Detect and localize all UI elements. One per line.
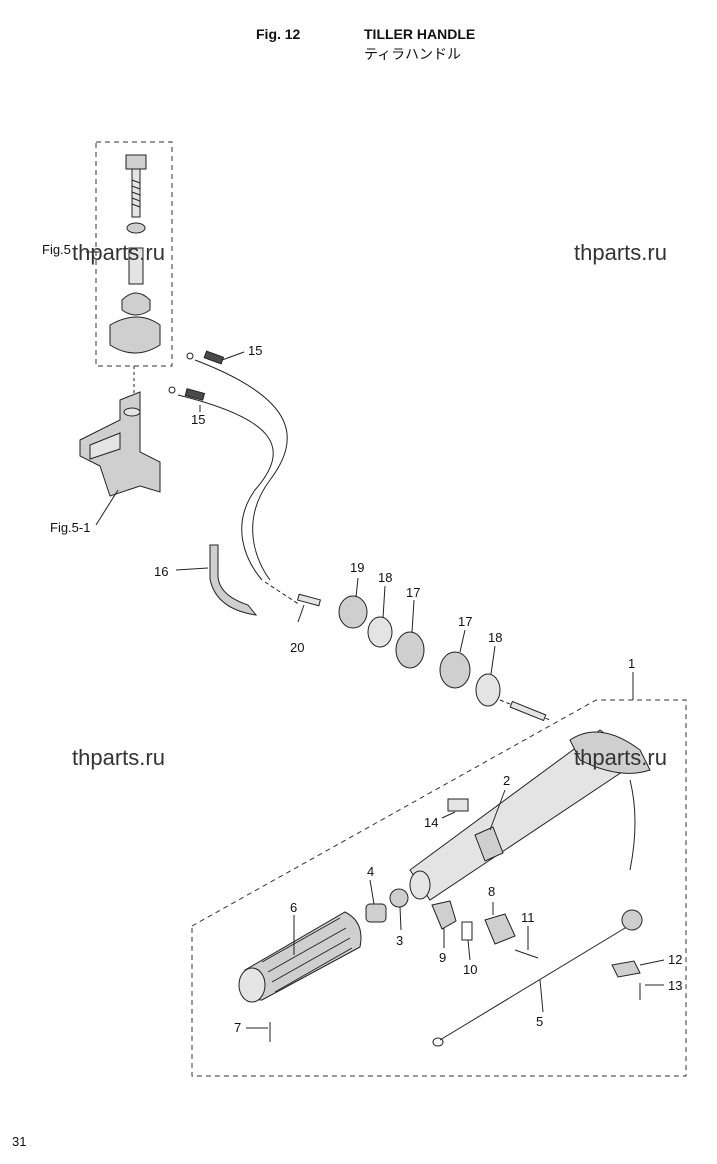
page-number: 31 <box>12 1134 27 1149</box>
watermark-3: thparts.ru <box>72 745 165 770</box>
fig5-1-bracket <box>79 391 161 497</box>
part1-box <box>191 699 687 1077</box>
callout-3: 3 <box>396 933 404 948</box>
figure-title: TILLER HANDLE <box>364 26 476 42</box>
callout-16: 16 <box>154 564 169 579</box>
part-9 <box>431 900 457 930</box>
screw-11 <box>514 949 539 959</box>
watermark-2: thparts.ru <box>574 240 667 265</box>
label-tag-14 <box>447 798 469 812</box>
callout-6: 6 <box>290 900 298 915</box>
callout-8: 8 <box>488 884 496 899</box>
part-17a <box>395 631 425 669</box>
watermark-1: thparts.ru <box>72 240 165 265</box>
callout-18-right: 18 <box>488 630 503 645</box>
callout-2: 2 <box>503 773 511 788</box>
rod-5 <box>432 909 643 1047</box>
grip-6 <box>238 911 362 1003</box>
callout-10: 10 <box>463 962 478 977</box>
watermark-4: thparts.ru <box>574 745 667 770</box>
part-12 <box>611 960 641 978</box>
callout-20: 20 <box>290 640 305 655</box>
pin-20 <box>296 593 322 607</box>
hose-16 <box>209 544 258 616</box>
ref-fig5-1-label: Fig.5-1 <box>50 520 91 535</box>
callout-9: 9 <box>439 950 447 965</box>
callout-19: 19 <box>350 560 365 575</box>
fig5-bolt <box>109 154 161 354</box>
callout-5: 5 <box>536 1014 544 1029</box>
leader-lines <box>86 251 665 1029</box>
part-19 <box>338 595 368 629</box>
callout-1: 1 <box>628 656 636 671</box>
part-18b <box>475 673 501 707</box>
part-17b <box>439 651 471 689</box>
callout-18-left: 18 <box>378 570 393 585</box>
part-8 <box>484 913 516 945</box>
callout-15-bottom: 15 <box>191 412 206 427</box>
tiller-arm-2 <box>409 729 651 901</box>
ref-fig5-label: Fig.5 <box>42 242 71 257</box>
figure-number: Fig. 12 <box>256 26 301 42</box>
throttle-cables <box>168 350 301 606</box>
callout-12: 12 <box>668 952 683 967</box>
figure-title-japanese: ティラハンドル <box>364 46 462 62</box>
callout-17-left: 17 <box>406 585 421 600</box>
spring-10 <box>461 921 473 941</box>
part-18a <box>367 616 393 648</box>
callout-17-right: 17 <box>458 614 473 629</box>
callout-13: 13 <box>668 978 683 993</box>
callout-15-top: 15 <box>248 343 263 358</box>
part-3 <box>389 888 409 908</box>
callout-4: 4 <box>367 864 375 879</box>
callout-11: 11 <box>521 910 535 925</box>
part-4 <box>365 903 387 923</box>
callout-7: 7 <box>234 1020 242 1035</box>
callout-14: 14 <box>424 815 439 830</box>
